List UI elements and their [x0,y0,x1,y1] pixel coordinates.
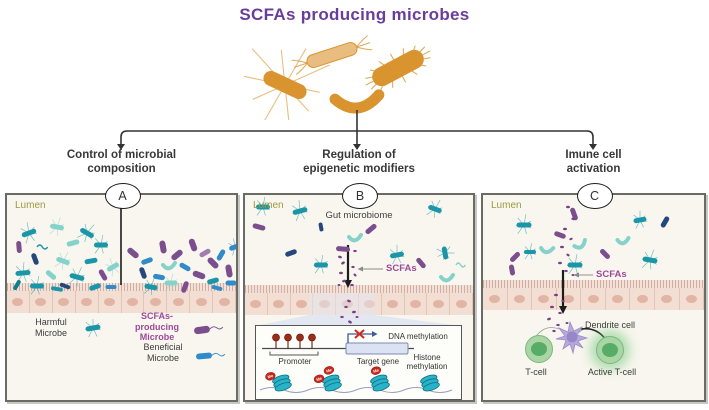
transcription-arrowhead [372,331,378,337]
brush-border [7,283,236,291]
harmful-microbe-icon [85,319,101,337]
scfa-down-arrowhead [344,280,352,288]
legend-scfa-label: SCFAs- producing Microbe [135,311,179,343]
scfas-label: SCFAs [596,269,627,280]
panel-c-microbes-layer [508,205,670,355]
epithelial-cell [52,291,76,313]
badge-c: C [576,183,613,209]
svg-text:Me: Me [316,375,324,382]
scfa-bacteria-illustration [243,35,431,120]
badge-b: B [342,183,378,209]
scfa-down-arrowhead [559,306,567,314]
epithelial-cell [267,293,291,315]
beneficial-microbe-icon [196,352,226,360]
arrowhead-center [353,144,361,150]
epithelial-cell [75,291,99,313]
epithelial-cell [29,291,53,313]
epithelial-cell [483,288,508,310]
heading-epigenetic-modifiers: Regulation of epigenetic modifiers [303,149,415,175]
transcription-arrow [347,333,372,343]
epithelial-cell [98,291,122,313]
scfas-label: SCFAs [386,263,417,274]
arrowhead-right [589,144,597,150]
figure-title: SCFAs producing microbes [239,5,470,24]
epithelial-cell [450,293,473,315]
legend-harmful-label: Harmful Microbe [34,317,67,338]
epithelial-cell [630,288,655,310]
dna-strand-wave [259,387,453,393]
zoom-trapezoid [255,315,462,326]
panel-c-immune-activation: C Lumen Dendrite cell SCFAs T-cell Activ… [481,183,706,402]
heading-microbial-composition: Control of microbial composition [66,149,177,175]
brush-border [245,285,473,293]
epithelial-cell [7,291,30,313]
target-gene-box [345,342,409,355]
branch-connector-arrows [117,110,597,150]
epithelial-cell [190,291,214,313]
epithelial-cell [581,288,606,310]
epithelial-cell [245,293,268,315]
lumen-label: Lumen [491,200,522,211]
panel-a-microbial-composition: A Lumen Harmful Microbe SCFAs- producing… [5,183,238,402]
active-t-cell [596,336,624,364]
epithelial-cell [213,291,237,313]
epithelial-cell [381,293,405,315]
dendrite-cell-label: Dendrite cell [585,320,636,330]
brush-border [483,280,704,288]
blocked-x-icon [354,329,365,339]
lumen-label: Lumen [253,200,284,211]
scfas-pointer-arrowhead [357,266,363,272]
gut-microbiome-label: Gut microbiome [325,210,393,221]
dna-methylation-label: DNA methylation [388,332,448,341]
epithelium [483,288,705,310]
heading-immune-activation: Imune cell activation [565,149,622,175]
svg-text:Me: Me [267,373,275,380]
epithelial-cell [427,293,451,315]
active-t-cell-nucleus [602,343,618,357]
epithelial-cell [404,293,428,315]
epithelium [7,291,237,313]
epithelial-cell [654,288,680,310]
histone-methylation-label: Histone methylation [406,353,448,372]
promoter-bracket [269,351,319,356]
t-cell [525,335,553,363]
svg-text:Me: Me [373,367,381,374]
methylation-lollipops [272,333,316,349]
epithelial-cell [167,291,191,313]
epithelial-cell [144,291,168,313]
panel-b-microbes-layer [252,196,466,326]
legend-beneficial-label: Beneficial Microbe [143,342,183,363]
lumen-label: Lumen [15,200,46,211]
scfa-producing-microbe-icon [194,325,224,335]
t-cell-nucleus [531,342,547,356]
dendrite-cell-nucleus [566,331,578,343]
epithelial-cell [507,288,533,310]
epithelial-cell [121,291,145,313]
zoom-highlight [309,293,375,315]
panel-b-epigenetic-modifiers: B Lumen Gut microbiome SCFAs [243,183,475,402]
epithelial-cell [605,288,631,310]
promoter-label: Promoter [278,357,312,366]
epithelial-cell [532,288,557,310]
target-gene-label: Target gene [356,357,400,366]
active-t-cell-label: Active T-cell [587,367,637,377]
panel-a-microbes-layer [13,207,236,296]
epithelial-cell [679,288,705,310]
svg-text:Me: Me [326,367,334,374]
t-cell-label: T-cell [525,367,547,377]
arrowhead-left [117,144,125,150]
badge-a: A [104,183,141,209]
